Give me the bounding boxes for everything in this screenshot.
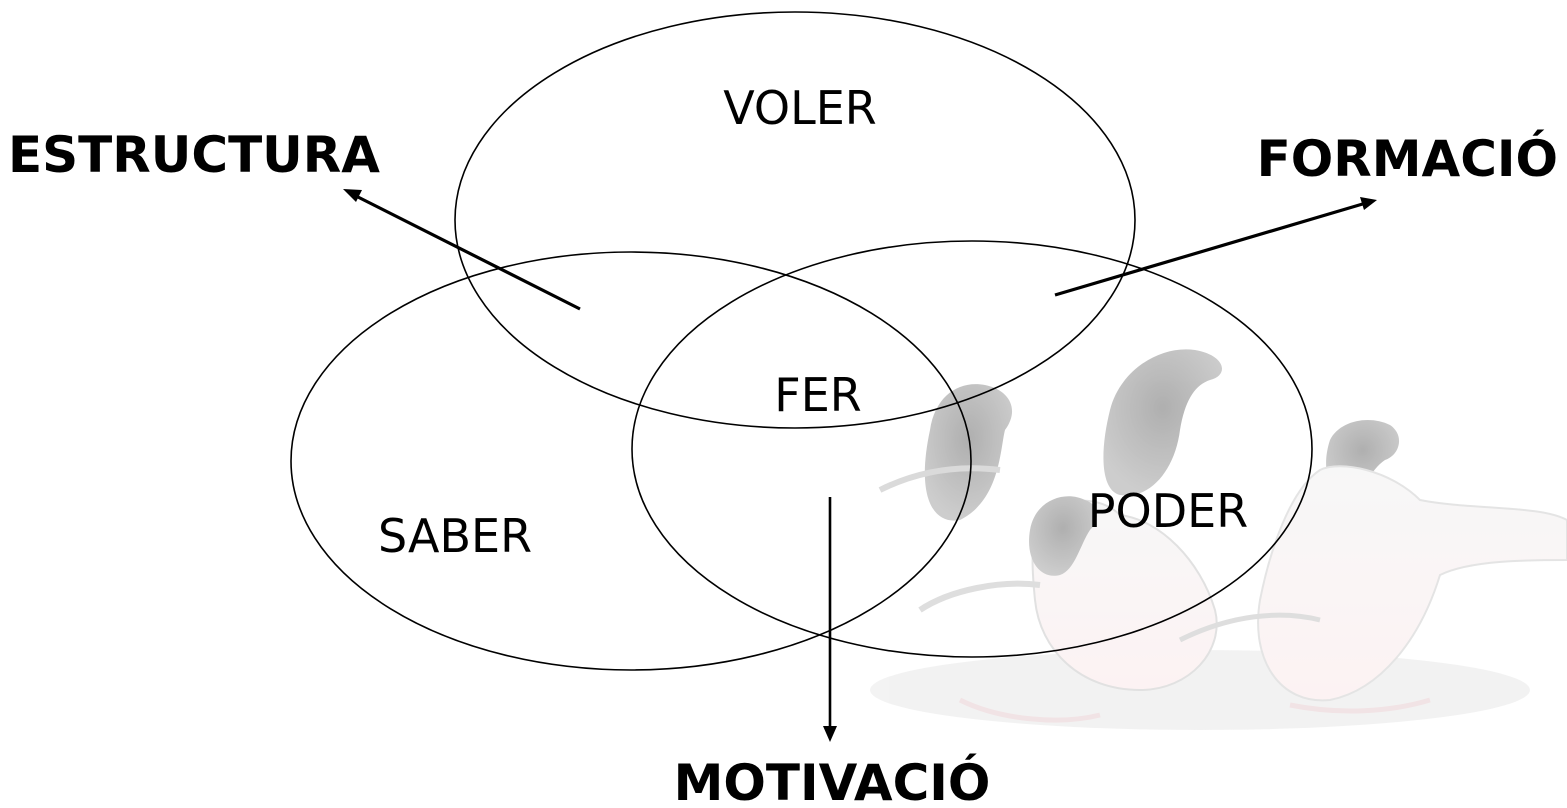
formacio-label: FORMACIÓ [1257, 129, 1558, 188]
estructura-label: ESTRUCTURA [8, 126, 380, 184]
motivacio-arrow [823, 497, 837, 742]
voler-label: VOLER [723, 81, 877, 135]
penguins-watermark-icon [870, 349, 1567, 730]
motivacio-label: MOTIVACIÓ [674, 753, 991, 808]
voler-circle [454, 11, 1136, 429]
formacio-arrow [1054, 197, 1377, 297]
saber-label: SABER [378, 509, 532, 563]
fer-label: FER [774, 368, 862, 422]
poder-circle [631, 240, 1313, 658]
saber-circle [290, 251, 972, 671]
estructura-arrow [343, 189, 581, 311]
poder-label: PODER [1088, 484, 1248, 538]
